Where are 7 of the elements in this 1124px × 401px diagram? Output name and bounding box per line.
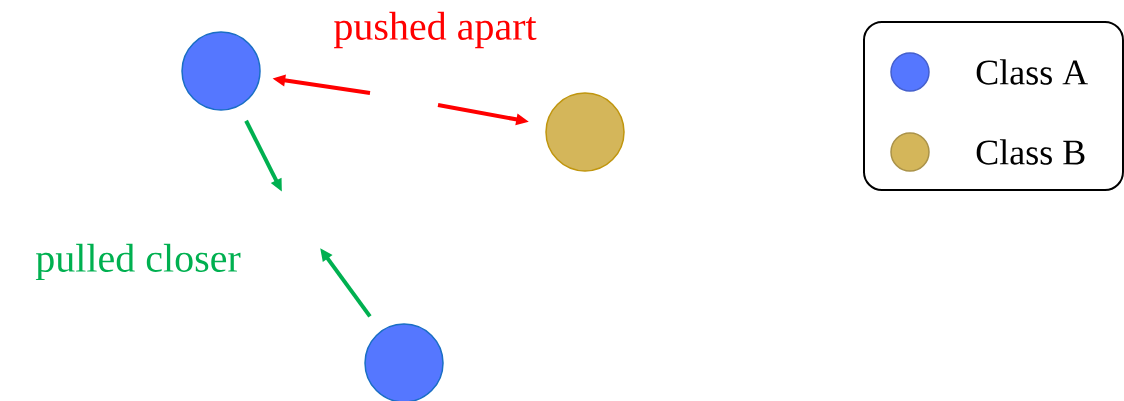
legend-text: Class B: [976, 139, 1085, 165]
circle: [545, 92, 625, 172]
legend-text: Class A: [976, 59, 1088, 85]
text-label: pushed apart: [334, 11, 537, 49]
circle: [181, 31, 261, 111]
circle: [364, 323, 444, 401]
text-label: pulled closer: [35, 243, 241, 281]
